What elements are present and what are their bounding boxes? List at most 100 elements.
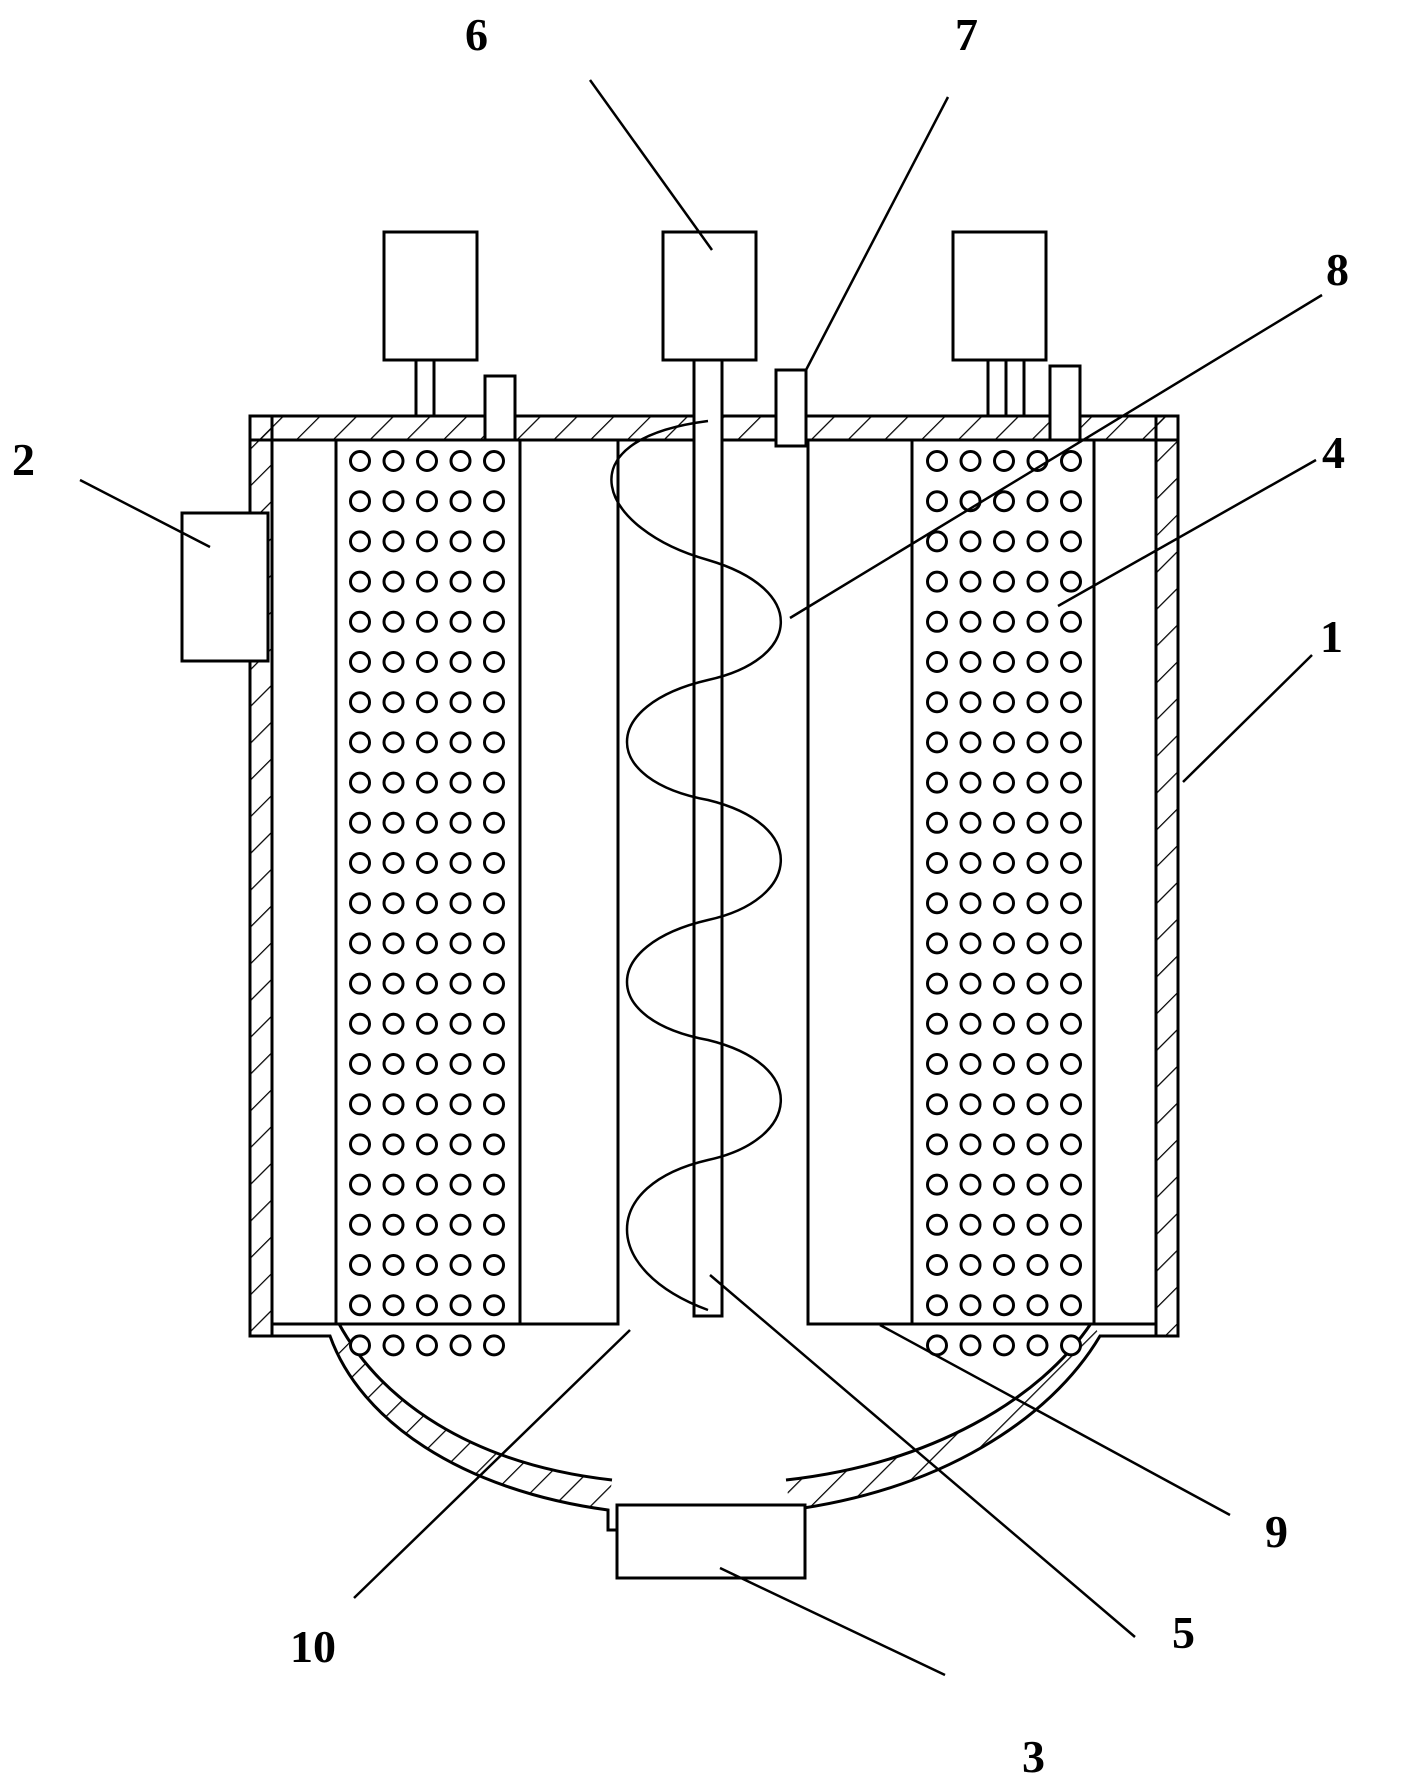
packing-ring [416, 852, 438, 874]
packing-ring [382, 972, 405, 995]
packing-ring [959, 1334, 982, 1357]
packing-ring [1026, 1254, 1049, 1276]
packing-ring [959, 811, 982, 834]
packing-ring [993, 932, 1015, 955]
packing-ring [1060, 570, 1082, 593]
packing-ring [993, 852, 1015, 874]
packing-ring [349, 972, 371, 995]
packing-ring [382, 691, 405, 714]
packing-ring [1026, 1093, 1049, 1116]
packing-ring [349, 1254, 371, 1276]
packing-ring [483, 691, 505, 714]
packing-ring [926, 1254, 948, 1276]
packing-ring [926, 1133, 948, 1156]
packing-ring [449, 490, 472, 513]
packing-ring [1026, 892, 1049, 915]
label-8: 8 [1326, 244, 1349, 295]
packing-ring [1060, 1133, 1082, 1156]
packing-ring [993, 1053, 1015, 1075]
packing-ring [483, 1294, 505, 1317]
packing-ring [349, 1133, 371, 1156]
packing-ring [993, 1334, 1015, 1357]
packing-ring [959, 1213, 982, 1236]
packing-ring [1026, 811, 1049, 834]
packing-ring [1060, 1173, 1082, 1196]
packing-ring [483, 771, 505, 794]
packing-ring [993, 691, 1015, 714]
packing-ring [416, 610, 438, 633]
packing-ring [1060, 892, 1082, 915]
packing-ring [449, 972, 472, 995]
packing-ring [483, 932, 505, 955]
packing-ring [382, 731, 405, 754]
packing-ring [959, 1173, 982, 1196]
packing-ring [416, 811, 438, 834]
packing-ring [1026, 1133, 1049, 1156]
packing-ring [349, 450, 371, 472]
label-10: 10 [290, 1621, 336, 1672]
packing-ring [926, 1012, 948, 1035]
packing-ring [382, 1093, 405, 1116]
packing-ring [382, 811, 405, 834]
packing-ring [959, 1012, 982, 1035]
packing-ring [449, 651, 472, 673]
stirrer-shaft-5 [692, 358, 724, 1318]
packing-ring [349, 1173, 371, 1196]
packing-ring [959, 651, 982, 673]
packing-ring [449, 1294, 472, 1317]
packing-ring [382, 1012, 405, 1035]
packing-ring [449, 530, 472, 553]
packing-ring [382, 1254, 405, 1276]
packing-ring [483, 1334, 505, 1357]
packing-ring [993, 892, 1015, 915]
packing-ring [1060, 450, 1082, 472]
packing-ring [416, 450, 438, 472]
packing-ring [449, 610, 472, 633]
packing-ring [959, 852, 982, 874]
packing-ring [382, 932, 405, 955]
packing-ring [1060, 852, 1082, 874]
packing-ring [483, 530, 505, 553]
packing-ring [349, 530, 371, 553]
packing-ring [993, 1294, 1015, 1317]
packing-ring [1060, 1294, 1082, 1317]
packing-ring [483, 1213, 505, 1236]
packing-ring [382, 1213, 405, 1236]
motor-left [382, 230, 479, 362]
packing-ring [416, 1254, 438, 1276]
packing-ring [993, 651, 1015, 673]
packing-ring [1026, 530, 1049, 553]
packing-ring [483, 972, 505, 995]
packing-ring [483, 450, 505, 472]
packing-ring [449, 450, 472, 472]
packing-ring [382, 1133, 405, 1156]
packing-ring [449, 1334, 472, 1357]
label-6: 6 [465, 9, 488, 60]
packing-ring [993, 972, 1015, 995]
packing-ring [416, 1012, 438, 1035]
packing-ring [349, 1012, 371, 1035]
packing-ring [1060, 1012, 1082, 1035]
packing-ring [926, 1294, 948, 1317]
packing-right [926, 450, 1082, 1357]
packing-ring [1026, 771, 1049, 794]
packing-ring [382, 1173, 405, 1196]
label-3: 3 [1022, 1731, 1045, 1782]
label-2: 2 [12, 434, 35, 485]
packing-ring [349, 731, 371, 754]
packing-ring [959, 1053, 982, 1075]
packing-ring [449, 731, 472, 754]
packing-ring [1060, 691, 1082, 714]
packing-ring [483, 1093, 505, 1116]
packing-ring [1060, 1213, 1082, 1236]
packing-ring [416, 490, 438, 513]
packing-ring [349, 771, 371, 794]
packing-ring [926, 731, 948, 754]
packing-ring [416, 691, 438, 714]
packing-ring [1026, 1294, 1049, 1317]
packing-ring [449, 1053, 472, 1075]
packing-ring [349, 1093, 371, 1116]
packing-ring [483, 892, 505, 915]
packing-ring [993, 1133, 1015, 1156]
